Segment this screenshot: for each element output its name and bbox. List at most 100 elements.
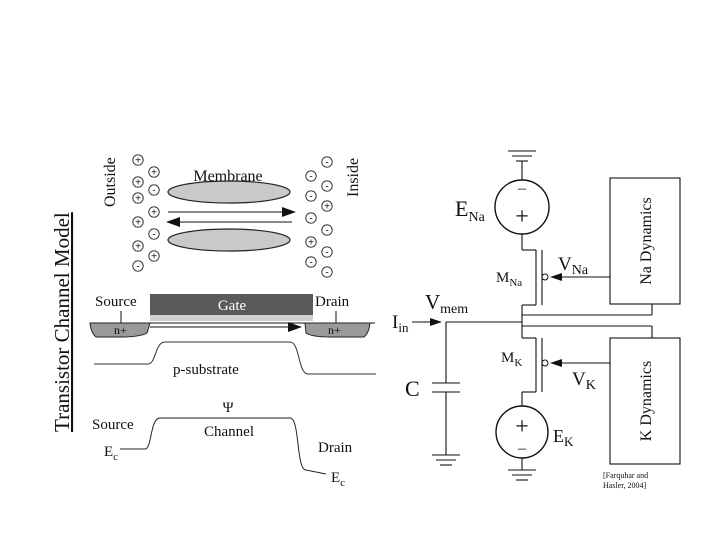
iin-label: Iin [392,312,409,335]
na-dynamics-label: Na Dynamics [638,197,655,285]
positive-ion-icon [132,216,144,228]
positive-ion-icon [148,250,160,262]
minus-sign: - [152,186,155,197]
membrane-label: Membrane [193,168,262,185]
ec-left-label: Ec [104,444,118,463]
inside-ions: ----+--+--- [305,156,333,279]
plus-sign: + [135,178,141,189]
n-plus-right-label: n+ [328,323,341,337]
source-label-top: Source [95,294,137,310]
positive-ion-icon [148,206,160,218]
minus-sign: - [325,182,328,193]
ena-minus-sign: – [517,180,527,197]
minus-sign: - [309,214,312,225]
negative-ion-icon [321,180,333,192]
vmem-label: Vmem [425,290,468,317]
substrate-label: p-substrate [173,362,239,378]
negative-ion-icon [305,212,317,224]
gate-block [150,294,313,315]
vk-arrow-icon [550,359,562,367]
channel-arrow-icon [288,322,302,332]
membrane-lower [167,228,291,252]
n-plus-left-label: n+ [114,323,127,337]
negative-ion-icon [321,246,333,258]
outside-ions: +++-+++-++- [132,154,160,273]
na-dynamics-box [609,177,681,305]
positive-ion-icon [132,192,144,204]
plus-sign: + [151,252,157,263]
negative-ion-icon [305,190,317,202]
negative-ion-icon [321,224,333,236]
arrow-right-icon [282,207,296,217]
ek-source [495,405,549,459]
negative-ion-icon [321,156,333,168]
k-dynamics-label: K Dynamics [638,361,655,441]
membrane-upper [167,180,291,204]
plus-sign: + [151,208,157,219]
negative-ion-icon [321,266,333,278]
n-plus-right-region [304,322,371,338]
minus-sign: - [309,172,312,183]
vna-arrow-icon [550,273,562,281]
circuit-wiring [432,150,653,481]
ena-plus-sign: + [515,204,529,230]
slide-title: Transistor Channel Model [50,212,74,432]
minus-sign: - [152,230,155,241]
ek-plus-sign: + [515,414,529,440]
minus-sign: - [325,268,328,279]
drain-label-top: Drain [315,294,350,310]
gate-label: Gate [218,298,247,314]
plus-sign: + [308,238,314,249]
vna-label: VNa [558,254,589,278]
positive-ion-icon [148,166,160,178]
substrate-contour [94,341,376,375]
mk-label: MK [501,350,522,369]
na-gate-bubble [541,273,549,281]
plus-sign: + [324,202,330,213]
positive-ion-icon [305,236,317,248]
psi-label: Ψ [222,400,234,416]
negative-ion-icon [305,256,317,268]
minus-sign: - [325,226,328,237]
channel-label: Channel [204,424,254,440]
citation-line-1: [Farquhar and [603,471,648,480]
plus-sign: + [135,194,141,205]
ena-source [494,179,550,235]
minus-sign: - [136,262,139,273]
positive-ion-icon [321,200,333,212]
plus-sign: + [135,156,141,167]
k-dynamics-box [609,337,681,465]
source-label-bottom: Source [92,417,134,433]
minus-sign: - [309,192,312,203]
positive-ion-icon [132,240,144,252]
energy-band-curve [120,417,327,475]
drain-label-bottom: Drain [318,440,353,456]
negative-ion-icon [132,260,144,272]
outside-label: Outside [102,157,119,207]
k-gate-bubble [541,359,549,367]
negative-ion-icon [148,228,160,240]
mna-label: MNa [496,270,522,289]
citation-line-2: Hasler, 2004] [603,481,647,490]
minus-sign: - [325,248,328,259]
minus-sign: - [309,258,312,269]
inside-label: Inside [345,158,362,197]
ec-right-label: Ec [331,470,345,489]
n-plus-left-region [89,322,151,338]
plus-sign: + [151,168,157,179]
negative-ion-icon [305,170,317,182]
minus-sign: - [325,158,328,169]
ek-label: EK [553,426,574,449]
positive-ion-icon [132,176,144,188]
plus-sign: + [135,218,141,229]
negative-ion-icon [148,184,160,196]
vk-label: VK [572,369,596,393]
input-arrow-icon [430,318,442,326]
plus-sign: + [135,242,141,253]
ena-label: ENa [455,196,486,225]
capacitor-label: C [405,376,420,401]
arrow-left-icon [166,217,180,227]
ek-minus-sign: – [517,440,527,457]
